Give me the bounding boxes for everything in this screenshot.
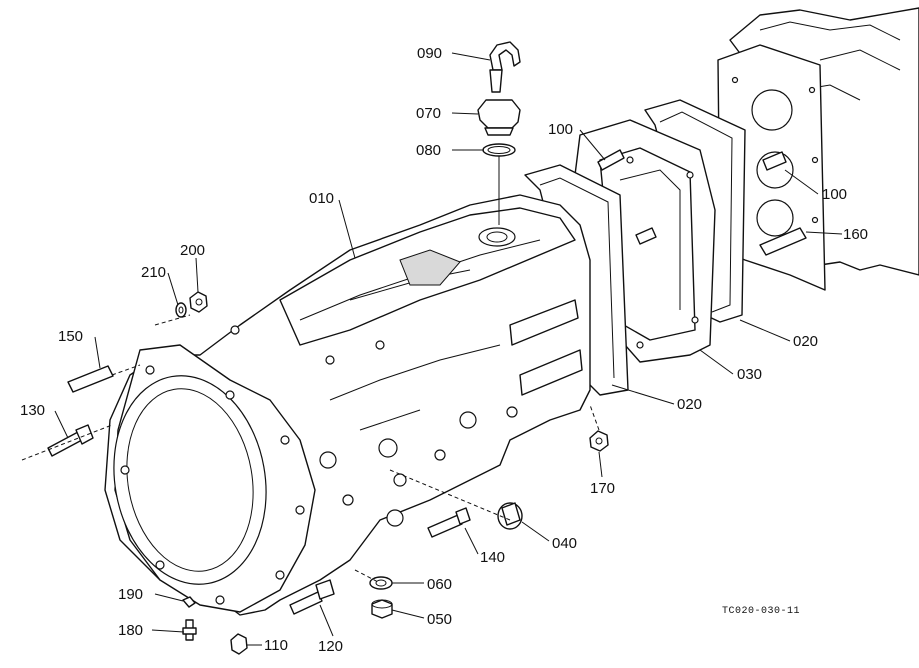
callout-130: 130 xyxy=(20,402,46,419)
dowel-pins-drawing xyxy=(597,149,787,245)
breather-assembly-drawing xyxy=(477,41,521,157)
callout-090: 090 xyxy=(417,45,443,62)
callout-120: 120 xyxy=(318,638,344,655)
callout-110: 110 xyxy=(264,637,288,654)
plug-040-drawing xyxy=(497,502,523,530)
nut-110-drawing xyxy=(230,633,248,655)
callout-190: 190 xyxy=(118,586,144,603)
callout-030: 030 xyxy=(737,366,763,383)
bolt-140-drawing xyxy=(427,507,471,538)
callout-140: 140 xyxy=(480,549,506,566)
transmission-case-drawing xyxy=(104,194,591,616)
callout-200: 200 xyxy=(180,242,206,259)
callout-100-right: 100 xyxy=(822,186,848,203)
callout-040: 040 xyxy=(552,535,578,552)
bolt-120-drawing xyxy=(289,579,335,615)
washer-plug-drawing xyxy=(369,576,393,619)
stud-160-drawing xyxy=(759,227,807,256)
sensor-parts-drawing xyxy=(182,596,197,641)
nut-170-drawing xyxy=(589,430,609,452)
callout-010: 010 xyxy=(309,190,335,207)
stud-150-drawing xyxy=(67,365,114,393)
callout-020-front: 020 xyxy=(677,396,703,413)
callout-170: 170 xyxy=(590,480,616,497)
callout-070: 070 xyxy=(416,105,442,122)
bolt-130-drawing xyxy=(47,424,94,457)
callout-060: 060 xyxy=(427,576,453,593)
nut-washer-drawing xyxy=(175,291,208,318)
callout-180: 180 xyxy=(118,622,144,639)
leader-lines xyxy=(21,52,843,646)
callout-080: 080 xyxy=(416,142,442,159)
callout-020-rear: 020 xyxy=(793,333,819,350)
catalog-number: TC020-030-11 xyxy=(722,606,801,617)
callout-210: 210 xyxy=(141,264,167,281)
callout-050: 050 xyxy=(427,611,453,628)
callout-160: 160 xyxy=(843,226,869,243)
callout-100-upper: 100 xyxy=(548,121,574,138)
callout-150: 150 xyxy=(58,328,84,345)
